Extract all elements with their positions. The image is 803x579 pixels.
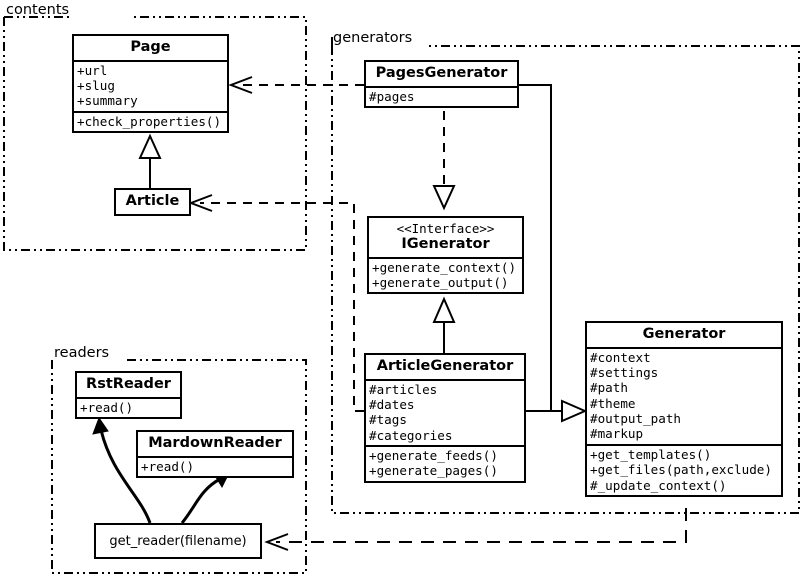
- class-box-generator[interactable]: Generator #context #settings #path #them…: [585, 321, 783, 497]
- class-title-article: Article: [125, 193, 180, 209]
- package-label-contents: contents: [6, 2, 70, 18]
- class-attribute: #pages: [369, 88, 415, 104]
- class-attributes-article-generator: #articles #dates #tags #categories: [366, 378, 524, 445]
- class-attribute: #context: [590, 349, 651, 365]
- class-operations-mardown-reader: +read(): [138, 455, 292, 476]
- class-box-igenerator[interactable]: <<Interface>> IGenerator +generate_conte…: [367, 216, 524, 295]
- class-title-page: Page: [130, 39, 171, 55]
- class-title-pages-generator: PagesGenerator: [375, 65, 508, 81]
- class-operation: +generate_output(): [372, 275, 509, 291]
- class-title-mardown-reader: MardownReader: [148, 435, 282, 451]
- class-attributes-page: +url +slug +summary: [74, 59, 227, 111]
- class-box-rst-reader[interactable]: RstReader +read(): [75, 371, 182, 420]
- class-operation: +generate_feeds(): [369, 448, 498, 464]
- class-attribute: #path: [590, 380, 628, 396]
- class-operations-generator: +get_templates() +get_files(path,exclude…: [587, 443, 781, 495]
- class-stereotype-igenerator: <<Interface>>: [396, 221, 495, 236]
- function-box-get-reader[interactable]: get_reader(filename): [94, 523, 262, 559]
- class-operation: +get_files(path,exclude): [590, 462, 772, 478]
- class-operations-page: +check_properties(): [74, 110, 227, 131]
- class-title-igenerator: <<Interface>> IGenerator: [369, 218, 522, 257]
- edge-generators-generalize-generator: [519, 84, 588, 423]
- class-box-mardown-reader[interactable]: MardownReader +read(): [136, 430, 294, 479]
- edge-generator-depends-get-reader: [264, 508, 687, 551]
- class-attribute: #dates: [369, 397, 415, 413]
- edge-pagesgenerator-depends-page: [228, 76, 364, 94]
- package-label-readers: readers: [54, 345, 110, 361]
- class-attribute: #markup: [590, 426, 644, 442]
- class-operation: +read(): [80, 399, 134, 415]
- class-box-pages-generator[interactable]: PagesGenerator #pages: [364, 60, 519, 109]
- class-box-article[interactable]: Article: [114, 188, 191, 216]
- package-label-generators: generators: [333, 30, 413, 46]
- class-operation: +get_templates(): [590, 446, 712, 462]
- class-attribute: #settings: [590, 365, 659, 381]
- edge-articlegenerator-depends-article: [188, 194, 364, 412]
- edge-get-reader-returns-mardownreader: [180, 470, 231, 524]
- edge-article-generalizes-page: [138, 133, 162, 188]
- class-box-article-generator[interactable]: ArticleGenerator #articles #dates #tags …: [364, 353, 526, 483]
- class-box-page[interactable]: Page +url +slug +summary +check_properti…: [72, 34, 229, 134]
- class-attribute: +url: [77, 62, 108, 78]
- class-operation: +read(): [141, 458, 195, 474]
- class-operations-igenerator: +generate_context() +generate_output(): [369, 256, 522, 293]
- class-attribute: #categories: [369, 427, 453, 443]
- edge-articlegenerator-generalizes-igenerator: [432, 296, 456, 353]
- class-operation: #_update_context(): [590, 477, 727, 493]
- class-operations-rst-reader: +read(): [77, 396, 180, 417]
- class-operation: +check_properties(): [77, 113, 222, 129]
- class-attribute: #output_path: [590, 411, 681, 427]
- class-title-article-generator: ArticleGenerator: [376, 358, 514, 374]
- class-attribute: #tags: [369, 412, 407, 428]
- class-attributes-generator: #context #settings #path #theme #output_…: [587, 346, 781, 444]
- class-attributes-pages-generator: #pages: [366, 85, 517, 106]
- class-name-igenerator: IGenerator: [401, 236, 490, 252]
- edge-pagesgenerator-realizes-igenerator: [432, 111, 456, 211]
- class-title-rst-reader: RstReader: [86, 376, 171, 392]
- class-title-generator: Generator: [642, 326, 726, 342]
- class-attribute: +summary: [77, 93, 138, 109]
- class-attribute: #theme: [590, 395, 636, 411]
- class-attribute: +slug: [77, 78, 115, 94]
- class-operations-article-generator: +generate_feeds() +generate_pages(): [366, 445, 524, 481]
- function-label-get-reader: get_reader(filename): [109, 533, 247, 549]
- class-operation: +generate_context(): [372, 259, 517, 275]
- class-operation: +generate_pages(): [369, 463, 498, 479]
- class-attribute: #articles: [369, 381, 438, 397]
